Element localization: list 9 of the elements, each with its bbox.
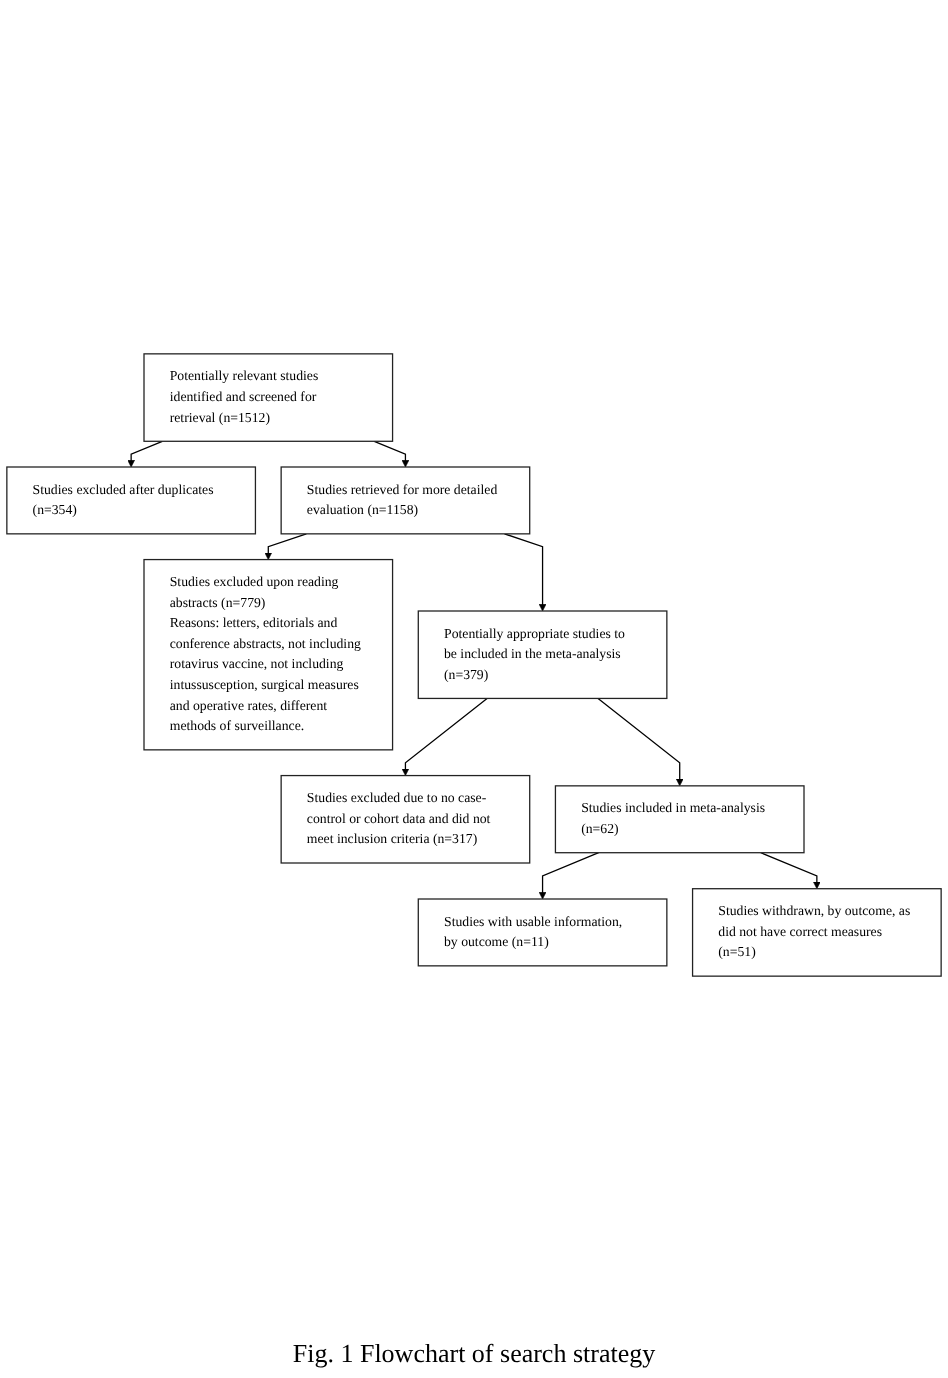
caption: Fig. 1 Flowchart of search strategy [292,1338,656,1370]
arrow [264,533,308,560]
arrow [127,440,163,468]
arrow [538,852,600,900]
arrow [401,697,488,776]
arrow [597,697,684,787]
arrow [760,852,821,890]
arrow [503,533,547,612]
arrow [373,440,410,468]
